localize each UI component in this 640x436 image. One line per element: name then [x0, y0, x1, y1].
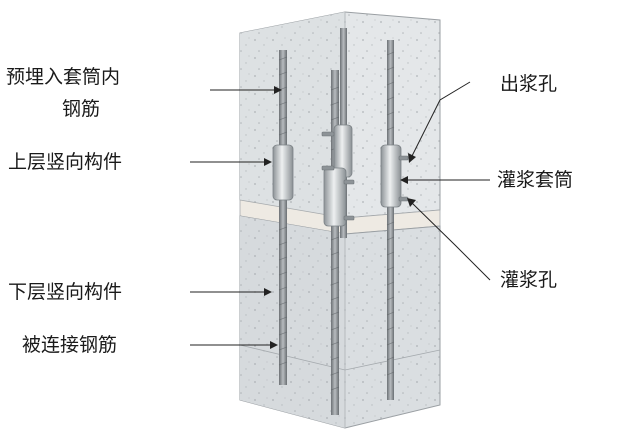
grout-sleeves — [272, 124, 402, 227]
label-outlet-hole: 出浆孔 — [500, 73, 558, 95]
inlet-port-mid — [321, 165, 335, 171]
rebar-right — [387, 40, 394, 400]
outlet-port-right — [398, 155, 409, 161]
sleeve-right — [380, 144, 402, 208]
label-lower-member: 下层竖向构件 — [8, 281, 123, 303]
leader-lines — [190, 81, 491, 346]
label-connected-rebar: 被连接钢筋 — [22, 334, 118, 356]
arrow-inlet-hole — [410, 201, 491, 281]
label-embedded-rebar-line1: 预埋入套筒内 — [6, 66, 121, 88]
lower-member-block — [239, 215, 441, 429]
label-grout-sleeve: 灌浆套筒 — [497, 169, 574, 191]
sleeve-center — [323, 167, 347, 227]
arrow-outlet-hole — [410, 81, 471, 159]
outlet-port-mid — [321, 131, 335, 137]
grout-ports — [321, 131, 409, 221]
rebar-center — [331, 70, 339, 415]
inlet-port-center — [343, 215, 355, 221]
inlet-port-right — [398, 196, 409, 202]
sleeve-left — [272, 144, 294, 201]
rebar-ribs — [278, 51, 395, 391]
label-upper-member: 上层竖向构件 — [8, 151, 123, 173]
label-embedded-rebar-line2: 钢筋 — [62, 98, 101, 120]
rebar-left — [279, 50, 287, 385]
label-inlet-hole: 灌浆孔 — [500, 269, 558, 291]
arrow-heads — [264, 86, 416, 349]
outlet-port-center — [343, 179, 355, 185]
